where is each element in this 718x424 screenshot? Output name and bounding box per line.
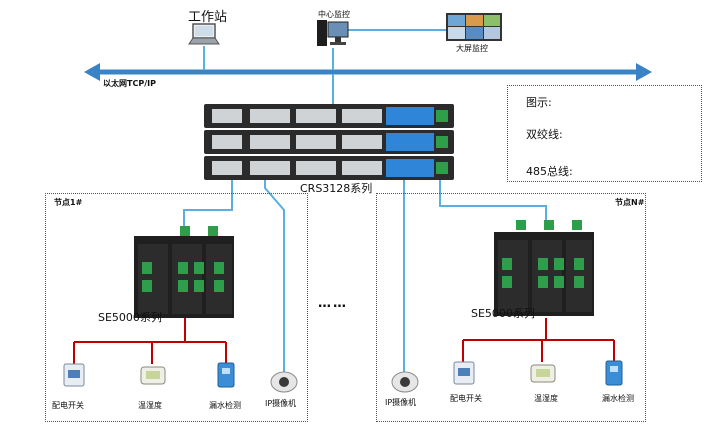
se5000-device-node-n — [494, 220, 594, 316]
switch-stack — [204, 104, 454, 180]
node-n-device-label-camera: IP摄像机 — [385, 398, 417, 407]
big-screen-icon — [446, 13, 502, 41]
laptop-icon — [188, 23, 220, 45]
node-n-device-label-leak: 漏水检测 — [602, 394, 634, 403]
ethernet-bus-arrow — [84, 63, 652, 81]
node-n-device-label-temp: 温湿度 — [534, 394, 558, 403]
temperature-humidity-icon-node-n — [530, 364, 556, 383]
node-1-series-label: SE5000系列 — [98, 311, 162, 324]
node-1-device-label-camera: IP摄像机 — [265, 399, 297, 408]
legend-title: 图示: — [526, 96, 552, 109]
node-n-device-label-power: 配电开关 — [450, 394, 482, 403]
ethernet-label: 以太网TCP/IP — [103, 79, 156, 88]
node-1-title: 节点1# — [54, 198, 83, 207]
node-n-box: 节点N# — [376, 193, 646, 422]
legend-box: 图示: 双绞线: 485总线: — [507, 85, 702, 182]
ellipsis-more-nodes: …… — [318, 296, 348, 311]
ip-camera-icon-node-n — [391, 371, 419, 393]
center-monitor-label: 中心监控 — [318, 10, 350, 19]
switch-illustration — [204, 104, 454, 180]
desktop-pc-icon — [317, 20, 349, 46]
node-1-box: 节点1# — [45, 193, 308, 422]
power-switch-icon — [63, 363, 85, 387]
node-1-device-label-power: 配电开关 — [52, 401, 84, 410]
temperature-humidity-icon — [140, 366, 166, 385]
water-leak-detector-icon — [217, 362, 235, 388]
legend-twisted-pair-label: 双绞线: — [526, 128, 563, 141]
water-leak-detector-icon-node-n — [605, 360, 623, 386]
ip-camera-icon-node1 — [270, 371, 298, 393]
switch-model-label: CRS3128系列 — [300, 182, 373, 195]
node-1-device-label-temp: 温湿度 — [138, 401, 162, 410]
big-screen-label: 大屏监控 — [456, 44, 488, 53]
legend-485-label: 485总线: — [526, 165, 573, 178]
node-1-device-label-leak: 漏水检测 — [209, 401, 241, 410]
node-n-series-label: SE5000系列 — [471, 307, 535, 320]
workstation-label: 工作站 — [188, 10, 228, 25]
power-switch-icon-node-n — [453, 361, 475, 385]
se5000-device-node1 — [134, 226, 234, 318]
node-n-title: 节点N# — [615, 198, 645, 207]
